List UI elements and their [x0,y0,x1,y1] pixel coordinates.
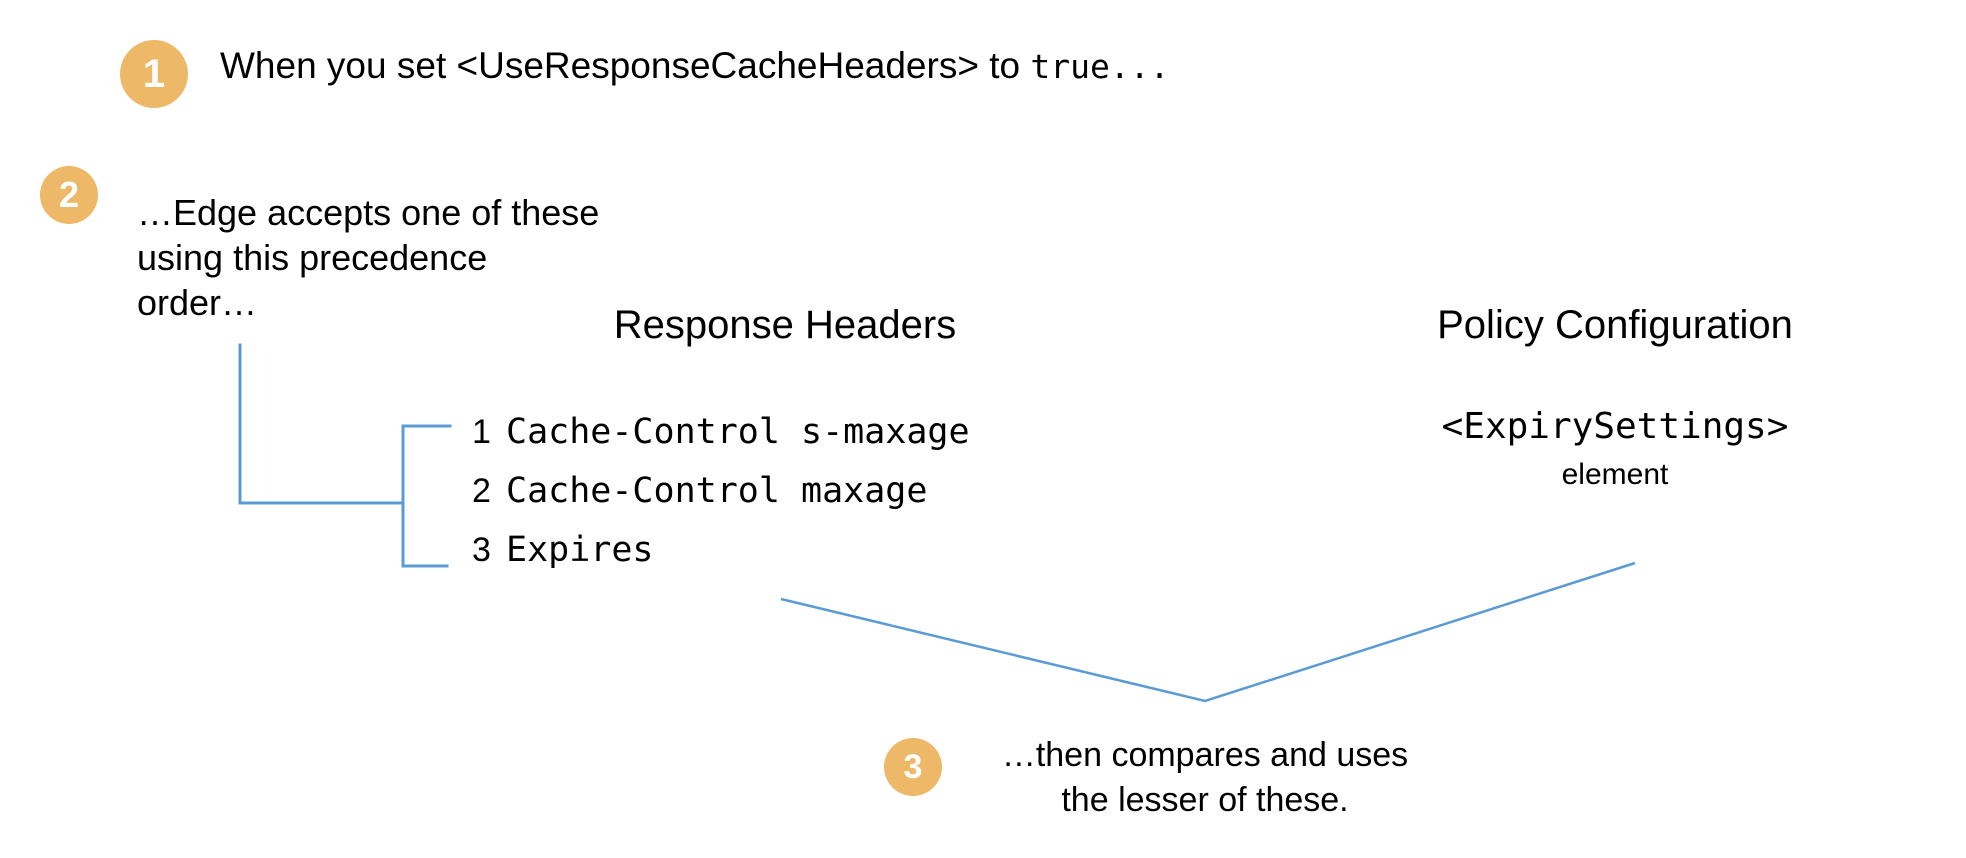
step-3-text: …then compares and uses the lesser of th… [965,733,1445,823]
step-2-text: …Edge accepts one of these using this pr… [137,190,599,325]
list-item-value: Cache-Control s-maxage [506,412,970,452]
step2-connector-line [238,343,404,505]
list-item-rank: 3 [472,531,491,569]
step-1-badge: 1 [120,40,188,108]
precedence-bracket [401,424,452,568]
policy-element-word: element [1561,458,1669,492]
response-headers-heading: Response Headers [613,303,957,347]
list-item-value: Expires [506,530,654,570]
step-2-line-1: …Edge accepts one of these [137,192,600,233]
step-3-badge: 3 [884,738,942,796]
step-3-line-2: the lesser of these. [1061,781,1349,819]
response-headers-list: 1 Cache-Control s-maxage 2 Cache-Control… [472,412,970,589]
step-2-line-2: using this precedence [137,237,488,278]
step-2-line-3: order… [137,282,258,323]
step-2-badge: 2 [40,166,98,224]
list-item: 1 Cache-Control s-maxage [472,412,970,471]
list-item-rank: 2 [472,472,491,510]
policy-configuration-heading: Policy Configuration [1437,303,1793,347]
list-item: 3 Expires [472,530,970,589]
list-item: 2 Cache-Control maxage [472,471,970,530]
policy-configuration-body: <ExpirySettings> element [1305,405,1925,497]
step-1-text: When you set <UseResponseCacheHeaders> t… [220,43,1169,89]
step-1-text-main: When you set <UseResponseCacheHeaders> t… [220,45,1031,86]
step-3-line-1: …then compares and uses [1001,736,1409,774]
step-1-text-value: true... [1030,47,1170,86]
policy-element-name: <ExpirySettings> [1441,406,1789,447]
list-item-value: Cache-Control maxage [506,471,928,511]
list-item-rank: 1 [472,413,491,451]
